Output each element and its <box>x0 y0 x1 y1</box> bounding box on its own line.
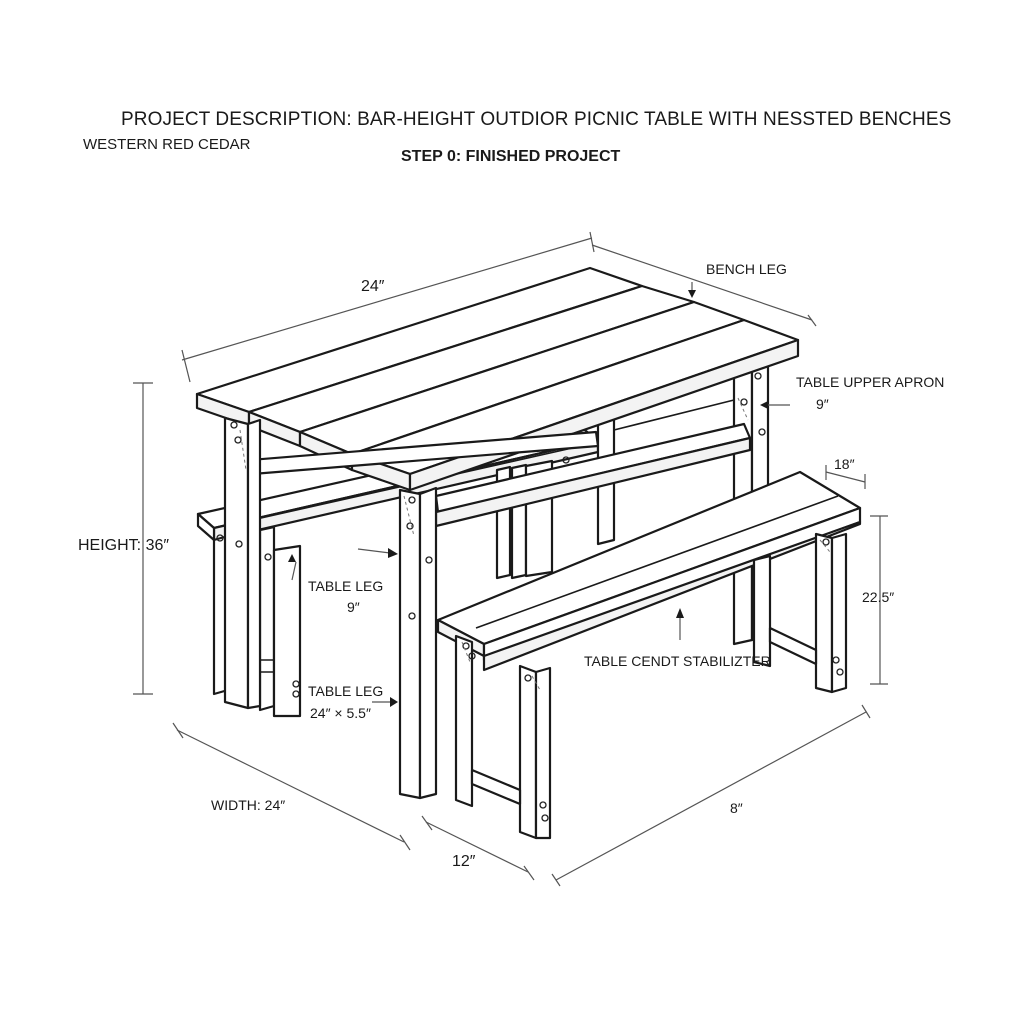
table-leg-label-lower: TABLE LEG <box>308 683 384 699</box>
bench-length-dimension: 8″ <box>730 800 743 816</box>
table-upper-apron-label: TABLE UPPER APRON <box>796 374 945 390</box>
project-title: PROJECT DESCRIPTION: BAR-HEIGHT OUTDIOR … <box>121 109 952 130</box>
width-dimension: WIDTH: 24″ <box>211 797 286 813</box>
material-label: WESTERN RED CEDAR <box>83 136 251 153</box>
bolt-holes <box>216 372 844 822</box>
step-title: STEP 0: FINISHED PROJECT <box>401 148 621 165</box>
apron-dimension: 9″ <box>816 396 829 412</box>
height-dimension: HEIGHT: 36″ <box>78 537 170 554</box>
top-length-label: 24″ <box>361 278 385 295</box>
bench-leg-label: BENCH LEG <box>706 261 787 277</box>
table-leg-label-upper: TABLE LEG <box>308 578 384 594</box>
table-leg-lower-dimension: 24″ × 5.5″ <box>310 705 371 721</box>
table-leg-upper-dimension: 9″ <box>347 599 360 615</box>
bench-gap-dimension: 12″ <box>452 853 476 870</box>
leader-arrows <box>288 282 790 707</box>
front-bench <box>436 470 862 840</box>
front-table-legs <box>223 416 438 800</box>
bench-width-dimension: 18″ <box>834 456 855 472</box>
table-apron <box>248 422 752 528</box>
dimension-lines <box>133 231 888 887</box>
bench-height-dimension: 22.5″ <box>862 589 895 605</box>
stabilizer-label: TABLE CENDT STABILIZTER <box>584 653 771 669</box>
